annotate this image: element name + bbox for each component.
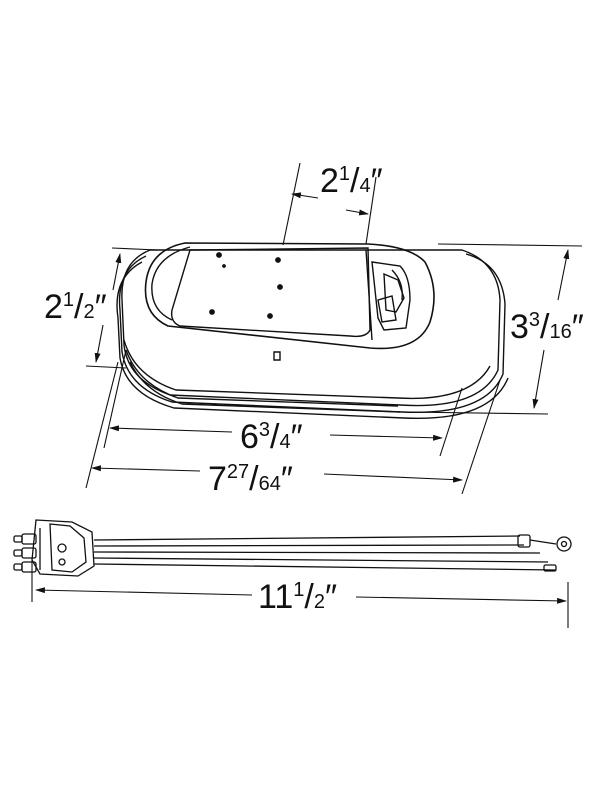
- dim-overall-length-whole: 7: [208, 460, 227, 498]
- ring-terminal-icon: [517, 534, 572, 552]
- dim-harness-length-num: 1: [293, 579, 304, 601]
- dim-harness-length-whole: 11: [258, 578, 293, 616]
- dim-height: 21/2″: [44, 288, 107, 326]
- plug-connector-icon: [13, 519, 95, 577]
- dim-depth-whole: 2: [320, 162, 339, 200]
- svg-text:21/4″: 21/4″: [320, 162, 383, 200]
- dim-depth: 21/4″: [320, 162, 383, 200]
- dim-height-unit: ″: [95, 288, 107, 326]
- dim-width-unit: ″: [572, 308, 584, 346]
- dim-height-whole: 2: [44, 288, 63, 326]
- dim-width-num: 3: [529, 309, 540, 331]
- svg-text:111/2″: 111/2″: [258, 578, 337, 616]
- dim-depth-unit: ″: [371, 162, 383, 200]
- dim-depth-den: 4: [360, 175, 371, 197]
- svg-text:33/16″: 33/16″: [510, 308, 584, 346]
- dim-body-length: 63/4″: [240, 418, 303, 456]
- dim-height-den: 2: [84, 301, 95, 323]
- dim-overall-length-den: 64: [259, 473, 281, 495]
- dim-overall-length: 727/64″: [208, 460, 293, 498]
- svg-text:727/64″: 727/64″: [208, 460, 293, 498]
- oval-lamp-drawing: [116, 242, 509, 420]
- dim-body-length-den: 4: [280, 431, 291, 453]
- svg-text:63/4″: 63/4″: [240, 418, 303, 456]
- dim-depth-num: 1: [339, 163, 350, 185]
- dim-width-den: 16: [550, 321, 572, 343]
- svg-text:21/2″: 21/2″: [44, 288, 107, 326]
- dim-harness-length: 111/2″: [258, 578, 337, 616]
- dim-width: 33/16″: [510, 308, 584, 346]
- dim-body-length-num: 3: [259, 419, 270, 441]
- dim-harness-length-den: 2: [314, 591, 325, 613]
- wire-harness-drawing: [13, 519, 572, 577]
- dim-body-length-whole: 6: [240, 418, 259, 456]
- dim-overall-length-num: 27: [227, 461, 249, 483]
- dim-height-num: 1: [63, 289, 74, 311]
- dim-harness-length-unit: ″: [325, 578, 337, 616]
- dim-body-length-unit: ″: [291, 418, 303, 456]
- dimension-lines: [31, 162, 583, 628]
- dim-overall-length-unit: ″: [281, 460, 293, 498]
- dim-width-whole: 3: [510, 308, 529, 346]
